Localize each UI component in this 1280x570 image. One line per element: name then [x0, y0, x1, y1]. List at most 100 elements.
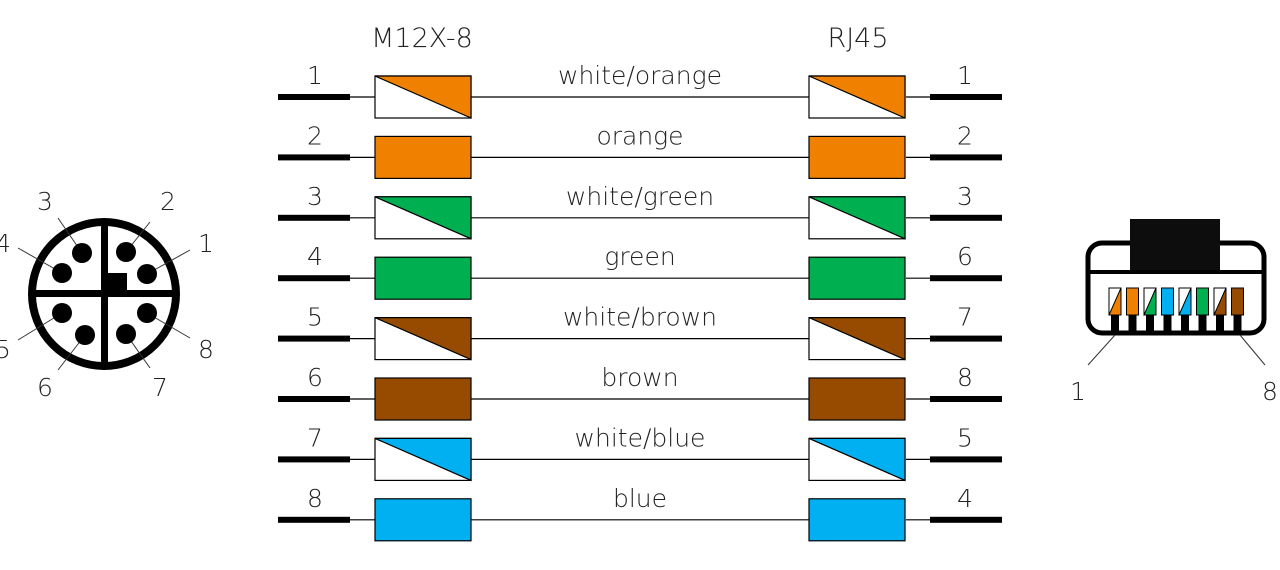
contact-stripe: [1178, 287, 1192, 316]
right-wire-box: [808, 377, 906, 421]
left-pin-number: 6: [307, 363, 323, 392]
color-stripe: [808, 75, 906, 119]
contact-stripe: [1108, 287, 1122, 316]
pin-label: 3: [37, 187, 53, 216]
right-wire-box: [808, 256, 906, 300]
wire-row: 2 orange 2: [278, 121, 1002, 179]
left-pin-number: 8: [307, 484, 323, 513]
leader-line-1: [1087, 334, 1116, 366]
left-wire-box: [374, 498, 472, 542]
contact-leg: [1111, 314, 1119, 331]
left-pin-bar: [278, 154, 350, 161]
color-stripe: [374, 317, 472, 361]
wire-color-label: orange: [596, 121, 683, 150]
right-pin-number: 1: [957, 61, 973, 90]
contact-leg: [1128, 314, 1137, 331]
wire-row: 1 white/orange 1: [278, 61, 1002, 119]
left-pin-bar: [278, 456, 350, 463]
pin-label: 2: [160, 187, 176, 216]
right-pin-number: 3: [957, 182, 973, 211]
wire-color-label: brown: [601, 363, 678, 392]
m12-header: M12X-8: [371, 23, 473, 54]
left-pin-number: 1: [307, 61, 323, 90]
wire-row: 3 white/green 3: [278, 182, 1002, 240]
pin-label: 4: [0, 229, 11, 258]
wire-row: 8 blue 4: [278, 484, 1002, 542]
right-pin-bar: [930, 335, 1002, 342]
right-pin-bar: [930, 214, 1002, 221]
right-pin-bar: [930, 154, 1002, 161]
right-pin-bar: [930, 456, 1002, 463]
color-stripe: [808, 437, 906, 482]
contact-label-last: 8: [1262, 377, 1278, 406]
right-pin-number: 6: [957, 242, 973, 271]
right-wire-box: [808, 135, 906, 179]
pin-label: 1: [198, 229, 214, 258]
rj45-header: RJ45: [827, 23, 888, 54]
color-stripe: [374, 75, 472, 119]
pin-contact: [116, 242, 136, 262]
wire-row: 6 brown 8: [278, 363, 1002, 421]
right-pin-number: 7: [957, 303, 973, 332]
pin-contact: [72, 243, 92, 263]
contact: [1231, 287, 1244, 316]
divider-horizontal: [32, 290, 176, 297]
contact-leg: [1233, 314, 1242, 331]
pin-label: 6: [37, 373, 53, 402]
contact-leg: [1198, 314, 1207, 331]
wire-color-label: white/blue: [575, 423, 706, 452]
left-pin-bar: [278, 516, 350, 523]
left-wire-box: [374, 135, 472, 179]
right-pin-bar: [930, 275, 1002, 282]
right-pin-number: 2: [957, 121, 973, 150]
pin-label: 5: [0, 335, 11, 364]
right-pin-number: 4: [957, 484, 973, 513]
wire-color-label: blue: [613, 484, 667, 513]
right-pin-number: 5: [957, 423, 973, 452]
contact-stripe: [1213, 287, 1227, 316]
contact-stripe: [1143, 287, 1157, 316]
latch-tab: [1130, 219, 1220, 272]
left-pin-bar: [278, 94, 350, 100]
contact-leg: [1163, 314, 1172, 331]
color-stripe: [808, 196, 906, 240]
pin-label: 7: [152, 373, 168, 402]
right-pin-bar: [930, 516, 1002, 523]
wire-color-label: white/brown: [563, 303, 717, 332]
contact: [1161, 287, 1174, 316]
wire-row: 5 white/brown 7: [278, 303, 1002, 361]
left-wire-box: [374, 256, 472, 300]
wire-color-label: white/orange: [558, 61, 722, 90]
left-wire-box: [374, 377, 472, 421]
right-pin-bar: [930, 94, 1002, 100]
right-pin-bar: [930, 396, 1002, 402]
right-wire-box: [808, 498, 906, 542]
contact-label-first: 1: [1070, 377, 1086, 406]
left-pin-bar: [278, 396, 350, 402]
left-pin-bar: [278, 335, 350, 342]
contact: [1196, 287, 1209, 316]
left-pin-number: 2: [307, 121, 323, 150]
contact-leg: [1216, 314, 1224, 331]
wire-color-label: green: [604, 242, 675, 271]
pin-label: 8: [198, 335, 214, 364]
pin-contact: [116, 324, 136, 344]
left-pin-number: 4: [307, 242, 323, 271]
pin-contact: [52, 263, 72, 283]
wire-rows: 1 white/orange 1 2 orange 2 3 white/green 3 4 gree…: [278, 61, 1002, 542]
left-pin-bar: [278, 275, 350, 282]
plug-divider: [1088, 270, 1264, 274]
color-stripe: [808, 317, 906, 361]
contact-leg: [1146, 314, 1154, 331]
left-pin-number: 7: [307, 423, 323, 452]
left-pin-number: 5: [307, 303, 323, 332]
pin-contact: [75, 325, 95, 345]
wire-color-label: white/green: [566, 182, 714, 211]
pin-contact: [52, 303, 72, 323]
color-stripe: [374, 437, 472, 482]
left-pin-number: 3: [307, 182, 323, 211]
right-pin-number: 8: [957, 363, 973, 392]
